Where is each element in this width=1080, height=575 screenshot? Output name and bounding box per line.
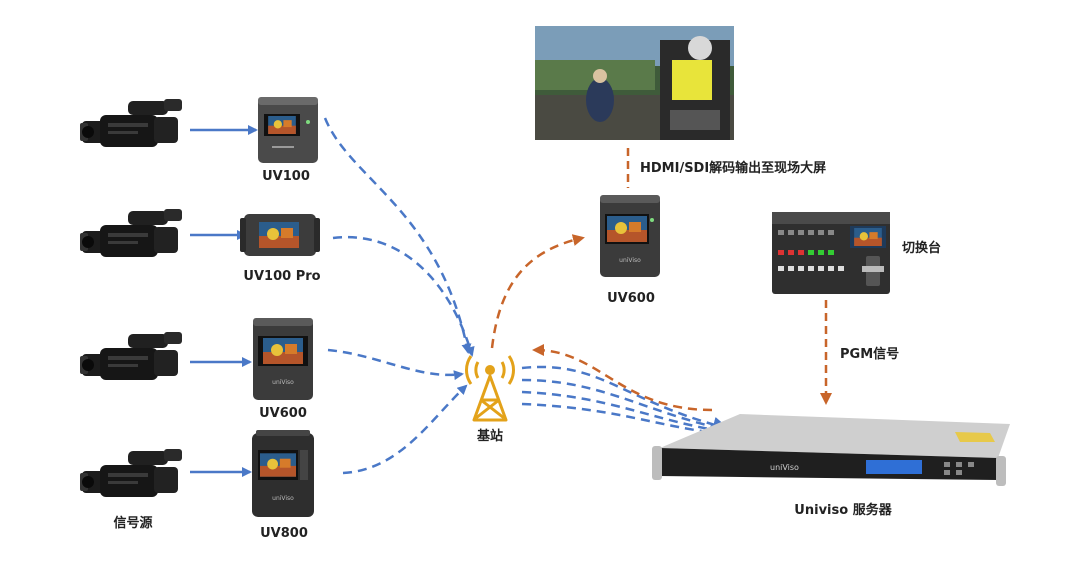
uv600-top-device: uniViso	[600, 195, 660, 277]
uv600-label: UV600	[259, 406, 307, 421]
brand-logo: uniViso	[770, 463, 799, 472]
uv100-device	[258, 97, 318, 163]
switcher-icon	[772, 212, 890, 294]
switcher-label: 切换台	[902, 240, 941, 256]
camcorder-icon	[80, 449, 182, 497]
server-link-path	[521, 378, 729, 435]
uv800-device: uniViso	[252, 430, 314, 517]
base-station-label: 基站	[476, 428, 503, 444]
uv800-label: UV800	[260, 526, 308, 541]
camcorder-icon	[80, 332, 182, 380]
uv100-label: UV100	[262, 169, 310, 184]
source-label: 信号源	[113, 515, 152, 531]
hdmi-output-label: HDMI/SDI解码输出至现场大屏	[640, 160, 826, 176]
uplink-path	[327, 348, 464, 381]
tower-icon	[464, 355, 516, 422]
pgm-label: PGM信号	[840, 346, 899, 362]
uplink-path	[323, 117, 472, 354]
brand-logo: uniViso	[272, 495, 294, 502]
camcorder-icon	[80, 99, 182, 147]
brand-logo: uniViso	[272, 379, 294, 386]
downlink-path	[490, 234, 585, 349]
downlink-path	[532, 344, 713, 412]
uplink-path	[342, 384, 468, 475]
server-icon: uniViso	[652, 414, 1010, 486]
server-label: Univiso 服务器	[794, 502, 892, 518]
server-link-path	[521, 390, 729, 438]
camcorder-icon	[80, 209, 182, 257]
screen-photo	[535, 26, 734, 140]
uv100pro-label: UV100 Pro	[243, 269, 320, 284]
uplink-path	[332, 235, 475, 357]
uv600-top-label: UV600	[607, 291, 655, 306]
uv100pro-device	[240, 214, 320, 256]
brand-logo: uniViso	[619, 257, 641, 264]
uv600-device: uniViso	[253, 318, 313, 400]
server-link-path	[521, 365, 729, 433]
